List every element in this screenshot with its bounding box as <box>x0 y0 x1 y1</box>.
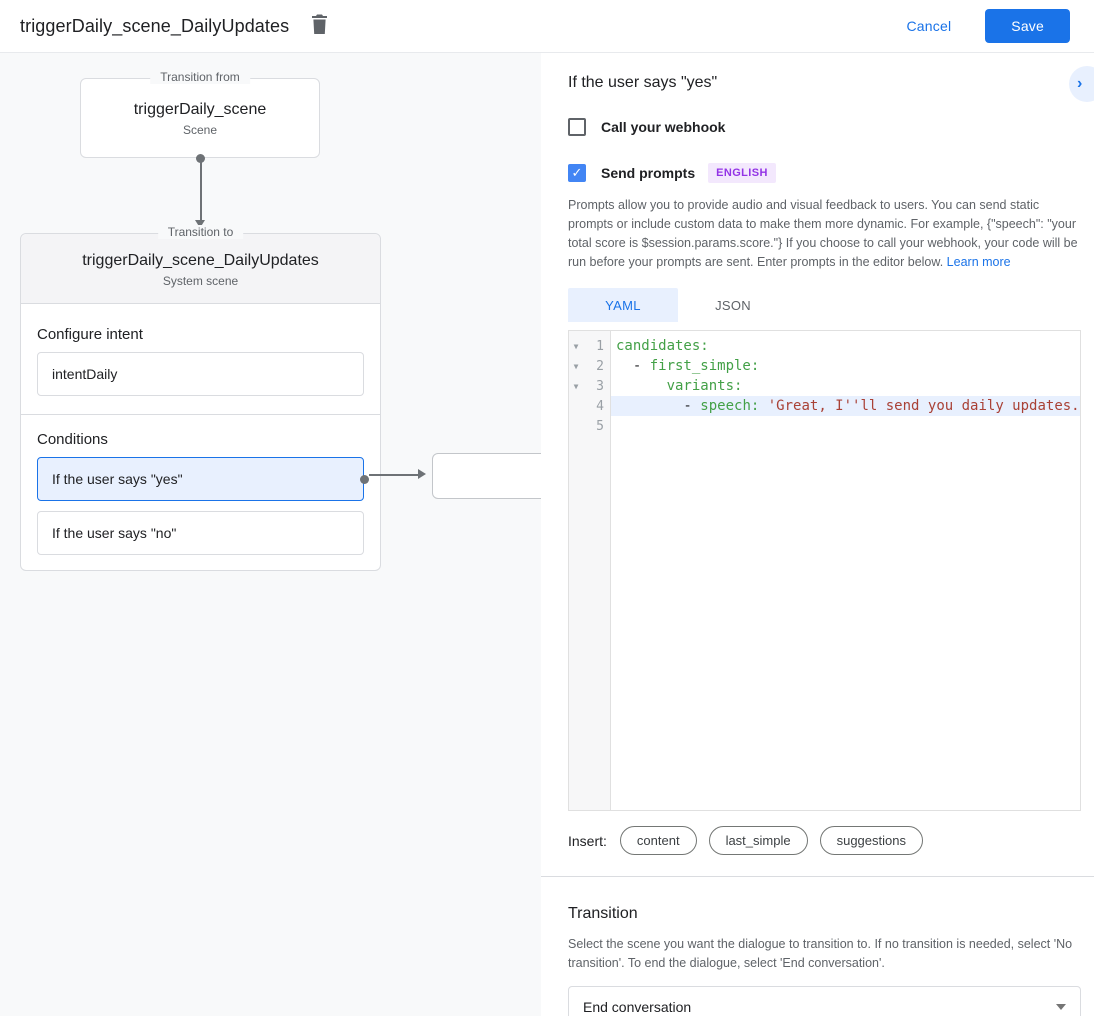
line-number: 4 <box>596 398 604 414</box>
line-number: 2 <box>596 358 604 374</box>
code-line-highlighted: - speech: 'Great, I''ll send you daily u… <box>611 396 1080 416</box>
delete-scene-button[interactable] <box>307 14 331 38</box>
condition-right-arrowhead-icon <box>418 469 426 479</box>
transition-to-card[interactable]: Transition to triggerDaily_scene_DailyUp… <box>20 225 381 573</box>
prompts-description-text: Prompts allow you to provide audio and v… <box>568 198 1078 269</box>
line-number: 1 <box>596 338 604 354</box>
panel-title-row: If the user says "yes" › <box>568 53 1094 102</box>
trash-icon <box>310 14 329 38</box>
top-bar: triggerDaily_scene_DailyUpdates Cancel S… <box>0 0 1094 53</box>
intent-field[interactable]: intentDaily <box>37 352 364 396</box>
token-string: 'Great, I''ll send you daily updates. <box>767 398 1080 414</box>
configure-intent-section: Configure intent intentDaily <box>21 304 380 415</box>
fold-triangle-icon[interactable]: ▼ <box>573 361 579 371</box>
connector-start-dot <box>196 154 205 163</box>
send-prompts-checkbox-label: Send prompts <box>601 165 696 181</box>
code-line: candidates: <box>611 336 1080 356</box>
insert-suggestions-button[interactable]: suggestions <box>819 826 923 855</box>
code-line: variants: <box>611 376 1080 396</box>
insert-label: Insert: <box>568 832 607 849</box>
transition-dropdown-value: End conversation <box>583 998 692 1015</box>
transition-section-title: Transition <box>568 905 638 922</box>
insert-row: Insert: content last_simple suggestions <box>568 826 1081 855</box>
token-key: speech: <box>700 398 760 414</box>
to-scene-name: triggerDaily_scene_DailyUpdates <box>82 252 319 269</box>
check-icon: ✓ <box>571 165 583 180</box>
insert-content-button[interactable]: content <box>619 826 697 855</box>
fold-triangle-icon[interactable]: ▼ <box>573 341 579 351</box>
conditions-list: If the user says "yes" If the user says "… <box>37 457 369 555</box>
condition-detail-panel: If the user says "yes" › Call your webho… <box>541 53 1094 1016</box>
panel-title: If the user says "yes" <box>568 74 718 91</box>
token-key: variants: <box>666 378 743 394</box>
to-scene-header: triggerDaily_scene_DailyUpdates System s… <box>21 234 380 304</box>
token-key: candidates: <box>616 338 709 354</box>
cancel-button[interactable]: Cancel <box>906 18 952 34</box>
transition-description: Select the scene you want the dialogue t… <box>568 937 1073 970</box>
fold-triangle-icon[interactable]: ▼ <box>573 381 579 391</box>
code-line: - first_simple: <box>611 356 1080 376</box>
transition-to-legend: Transition to <box>157 225 244 239</box>
gutter-row: ▼3 <box>569 376 610 396</box>
token-plain: - <box>616 398 701 414</box>
gutter-row: ▼1 <box>569 336 610 356</box>
insert-last_simple-button[interactable]: last_simple <box>708 826 808 855</box>
line-number: 5 <box>596 418 604 434</box>
scene-flow-canvas: Transition from triggerDaily_scene Scene… <box>0 53 541 1016</box>
condition-connector-dot <box>360 474 369 484</box>
collapse-panel-button[interactable]: › <box>1068 66 1094 102</box>
webhook-checkbox-row[interactable]: Call your webhook <box>568 118 1081 136</box>
token-key: first_simple: <box>649 358 760 374</box>
webhook-checkbox-label: Call your webhook <box>601 119 726 135</box>
line-number: 3 <box>596 378 604 394</box>
prompts-description: Prompts allow you to provide audio and v… <box>568 196 1081 272</box>
tab-json[interactable]: JSON <box>715 297 751 313</box>
token-plain <box>759 398 767 414</box>
learn-more-link[interactable]: Learn more <box>946 255 1011 269</box>
insert-buttons: content last_simple suggestions <box>619 826 935 855</box>
send-prompts-checkbox[interactable]: ✓ <box>568 164 586 182</box>
webhook-checkbox[interactable] <box>568 118 586 136</box>
panel-divider <box>541 876 1094 877</box>
tab-yaml[interactable]: YAML <box>568 288 678 322</box>
transition-from-legend: Transition from <box>150 70 250 84</box>
from-scene-type: Scene <box>182 123 218 137</box>
token-plain: - <box>616 358 650 374</box>
to-scene-type: System scene <box>162 274 239 288</box>
transition-dropdown[interactable]: End conversation <box>568 985 1081 1016</box>
condition-connector-line <box>369 474 419 476</box>
editor-format-tabs: YAML JSON <box>568 288 1081 322</box>
condition-item[interactable]: If the user says "yes" <box>37 457 369 501</box>
from-scene-name: triggerDaily_scene <box>133 101 267 118</box>
connector-vertical-line <box>200 159 202 221</box>
chevron-right-icon: › <box>1076 75 1083 92</box>
connector-down-arrowhead-icon <box>195 220 205 228</box>
token-plain <box>616 378 667 394</box>
condition-item[interactable]: If the user says "no" <box>37 511 364 555</box>
gutter-row: 5 <box>569 416 610 436</box>
language-badge: ENGLISH <box>708 163 776 183</box>
page-title: triggerDaily_scene_DailyUpdates <box>20 15 290 36</box>
code-line <box>611 416 1080 436</box>
gutter-row: 4 <box>569 396 610 416</box>
send-prompts-checkbox-row[interactable]: ✓ Send prompts ENGLISH <box>568 163 1081 183</box>
conditions-label: Conditions <box>37 431 108 448</box>
editor-code-area[interactable]: candidates: - first_simple: variants: - … <box>611 331 1080 810</box>
gutter-row: ▼2 <box>569 356 610 376</box>
conditions-section: Conditions If the user says "yes"If the … <box>21 415 380 573</box>
save-button[interactable]: Save <box>985 9 1070 43</box>
configure-intent-label: Configure intent <box>37 326 143 343</box>
condition-target-node[interactable] <box>432 453 541 499</box>
transition-from-node[interactable]: Transition from triggerDaily_scene Scene <box>80 70 320 158</box>
dropdown-caret-icon <box>1055 1003 1066 1010</box>
